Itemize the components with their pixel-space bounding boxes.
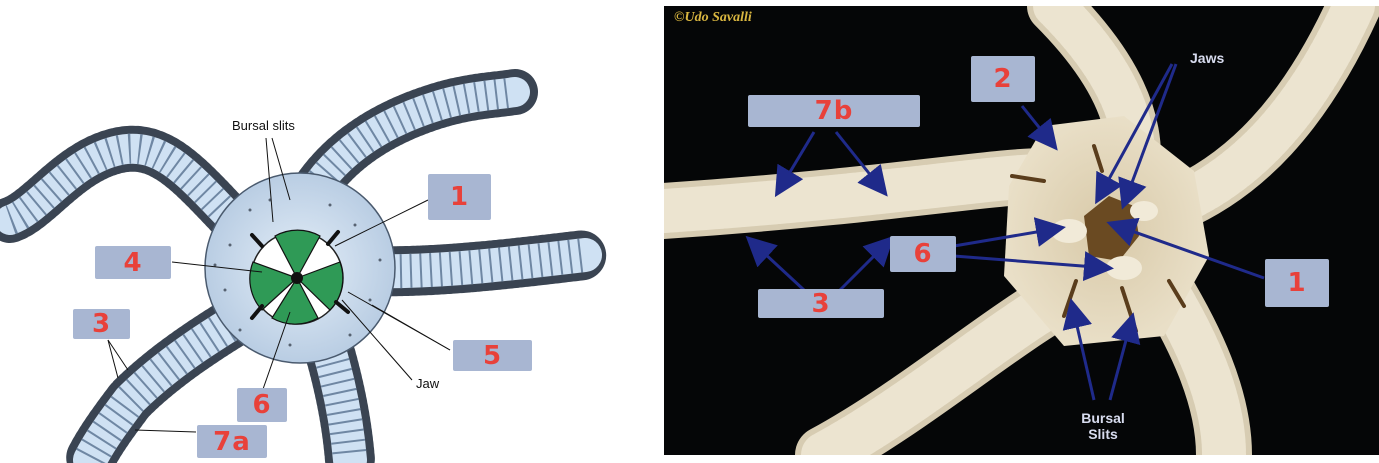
label-6-box: 6 <box>237 388 287 422</box>
label-3-box: 3 <box>73 309 130 339</box>
label-2-box: 2 <box>971 56 1035 102</box>
label-3-box: 3 <box>758 289 884 319</box>
brittle-star-photo <box>664 6 1379 455</box>
photo-arrows <box>745 63 1265 401</box>
label-7a-box: 7a <box>197 425 267 458</box>
label-7b-box: 7b <box>748 95 920 127</box>
jaw-annotation: Jaw <box>416 376 440 391</box>
photo-bursal-slits <box>1010 144 1186 333</box>
photo-panel: ©Udo Savalli Jaws Bursal Slits 2 7b 6 3 … <box>664 6 1379 455</box>
bursal-slits-line1: Bursal <box>1081 410 1125 426</box>
label-1-box: 1 <box>428 174 491 220</box>
label-6-box: 6 <box>890 236 956 272</box>
diagram-leader-lines <box>107 137 451 433</box>
bursal-slits-annotation: Bursal slits <box>232 118 295 133</box>
jaws-annotation: Jaws <box>1190 50 1225 66</box>
brittle-star-diagram <box>0 69 610 463</box>
bursal-slits <box>250 230 350 320</box>
label-1-box: 1 <box>1265 259 1329 307</box>
label-5-box: 5 <box>453 340 532 371</box>
diagram-panel: Bursal slits Jaw 1 4 3 5 6 7a <box>0 0 660 463</box>
mouth-jaws <box>249 229 344 325</box>
bursal-slits-annotation: Bursal Slits <box>1076 410 1130 442</box>
label-4-box: 4 <box>95 246 171 279</box>
bursal-slits-line2: Slits <box>1088 426 1118 442</box>
diagram-arms <box>0 69 610 463</box>
photo-credit: ©Udo Savalli <box>674 10 752 25</box>
